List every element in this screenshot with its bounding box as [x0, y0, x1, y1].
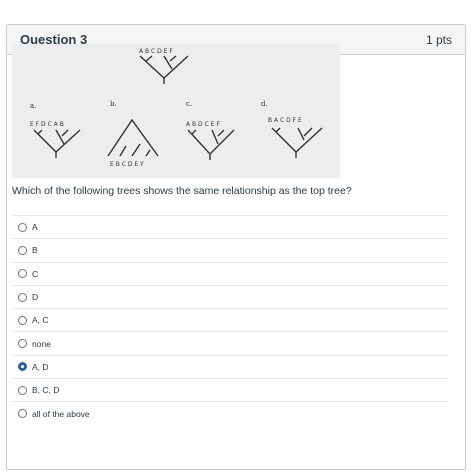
answer-list: A B C D A, C none A, D B, C, D all of th… [12, 215, 448, 425]
tree-b-label: b. [110, 100, 117, 108]
question-title: Question 3 [20, 32, 88, 47]
answer-label: none [32, 338, 51, 349]
answer-option-a-d[interactable]: A, D [12, 354, 448, 378]
tree-a [33, 129, 81, 158]
tree-a-label: a. [30, 102, 36, 110]
radio-button[interactable] [18, 245, 27, 255]
answer-label: C [32, 268, 39, 279]
radio-button[interactable] [18, 339, 27, 349]
answer-label: A, C [32, 315, 49, 326]
answer-option-b-c-d[interactable]: B, C, D [12, 378, 448, 401]
answer-option-a[interactable]: A [12, 215, 448, 238]
answer-option-a-c[interactable]: A, C [12, 308, 448, 331]
answer-label: D [32, 292, 39, 303]
tree-a-letters: E F D C A B [30, 121, 64, 128]
answer-option-none[interactable]: none [12, 331, 448, 354]
tree-b [107, 118, 159, 157]
tree-c-label: c. [186, 100, 192, 108]
tree-d-label: d. [261, 100, 268, 108]
answer-label: B, C, D [32, 385, 60, 396]
tree-d-letters: B A C D F E [268, 117, 302, 124]
radio-button[interactable] [18, 269, 27, 279]
top-tree-letters: A B C D E F [139, 48, 173, 55]
question-image: A B C D E F a. b. c. d. E F D C A B E B … [12, 44, 340, 178]
answer-option-c[interactable]: C [12, 261, 448, 285]
tree-b-letters: E B C D E Y [110, 161, 144, 168]
answer-label: B [32, 245, 38, 256]
radio-button[interactable] [18, 385, 27, 395]
radio-button[interactable] [18, 409, 27, 419]
radio-button[interactable] [18, 222, 27, 232]
question-prompt: Which of the following trees shows the s… [12, 185, 352, 197]
answer-label: A [32, 222, 38, 233]
radio-button[interactable] [18, 315, 27, 325]
answer-label: all of the above [32, 408, 90, 419]
question-points: 1 pts [425, 32, 452, 47]
answer-option-all[interactable]: all of the above [12, 401, 448, 424]
answer-option-d[interactable]: D [12, 284, 448, 308]
radio-button-selected[interactable] [18, 362, 27, 372]
answer-label: A, D [32, 361, 49, 372]
tree-c-letters: A B D C E F [186, 121, 220, 128]
answer-option-b[interactable]: B [12, 238, 448, 261]
tree-d [271, 127, 323, 158]
top-tree [139, 55, 189, 84]
tree-c [187, 129, 235, 160]
radio-button[interactable] [18, 292, 27, 302]
phylogeny-figure: A B C D E F a. b. c. d. E F D C A B E B … [12, 44, 340, 178]
